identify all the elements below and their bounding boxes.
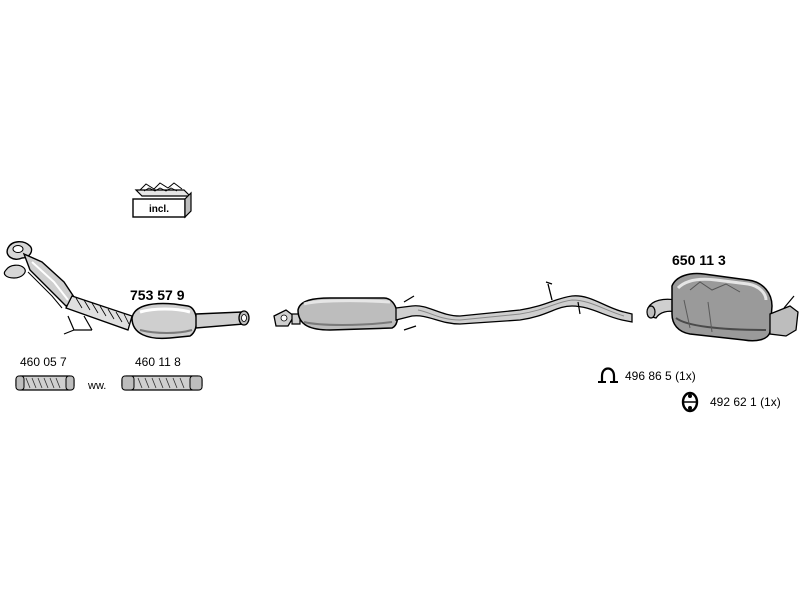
alternative-label: ww. bbox=[88, 380, 107, 392]
clamp-icon bbox=[598, 367, 618, 383]
rubber-mount-icon bbox=[681, 391, 699, 413]
catalytic-converter-part-number: 753 57 9 bbox=[130, 287, 185, 303]
rear-silencer-assembly bbox=[646, 272, 799, 342]
flex-pipe-b-part-number: 460 11 8 bbox=[135, 355, 181, 369]
accessory-mount-label: 492 62 1 (1x) bbox=[710, 396, 781, 408]
accessory-clamp-qty: (1x) bbox=[675, 369, 696, 383]
catalytic-converter-assembly bbox=[3, 241, 250, 340]
accessory-mount-number: 492 62 1 bbox=[710, 395, 757, 409]
flex-pipe-a-part-number: 460 05 7 bbox=[20, 355, 67, 369]
flex-pipe-a-icon bbox=[15, 375, 75, 391]
kit-label: incl. bbox=[149, 204, 169, 215]
rear-silencer-part-number: 650 11 3 bbox=[672, 252, 726, 268]
accessory-clamp-number: 496 86 5 bbox=[625, 369, 672, 383]
accessory-clamp-label: 496 86 5 (1x) bbox=[625, 370, 696, 382]
flex-pipe-b-icon bbox=[121, 375, 203, 391]
mounting-kit-box-icon: incl. bbox=[132, 182, 192, 219]
accessory-mount-qty: (1x) bbox=[760, 395, 781, 409]
middle-silencer-assembly bbox=[273, 281, 633, 331]
